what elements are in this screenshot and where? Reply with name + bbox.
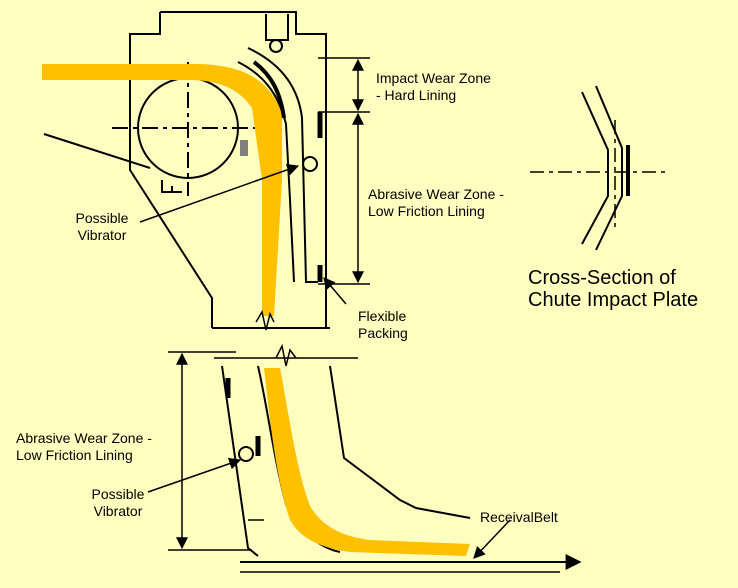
vibrator-upper-line-1: Possible: [75, 210, 129, 226]
flexible-packing-label: Flexible Packing: [358, 308, 408, 342]
flexible-packing-line-1: Flexible: [358, 308, 407, 324]
receival-belt: [240, 554, 582, 573]
lower-chute-housing: [221, 365, 471, 557]
cross-section-line-1: Cross-Section of: [528, 267, 676, 289]
vibrator-lower-line-1: Possible: [91, 486, 145, 502]
impact-wear-zone-label: Impact Wear Zone - Hard Lining: [376, 70, 491, 104]
cross-section-line-2: Chute Impact Plate: [528, 289, 699, 311]
abrasive-zone-upper-label: Abrasive Wear Zone - Low Friction Lining: [368, 186, 504, 220]
flexible-packing-line-2: Packing: [358, 325, 408, 341]
impact-zone-line-2: - Hard Lining: [376, 87, 457, 103]
material-flow-upper: [42, 64, 282, 316]
pointer-lines: [139, 163, 511, 559]
cross-section-plate: [530, 85, 666, 251]
impact-plate: [237, 47, 323, 283]
vibrator-lower-line-2: Vibrator: [93, 503, 143, 519]
break-lines: [214, 310, 358, 367]
abrasive-lower-line-1: Abrasive Wear Zone -: [16, 430, 152, 446]
abrasive-upper-line-1: Abrasive Wear Zone -: [368, 186, 504, 202]
abrasive-upper-line-2: Low Friction Lining: [368, 203, 485, 219]
vibrator-upper-line-2: Vibrator: [77, 227, 127, 243]
upper-chute-housing: [129, 11, 330, 329]
abrasive-zone-lower-label: Abrasive Wear Zone - Low Friction Lining: [16, 430, 152, 464]
vibrator-upper-label: Possible Vibrator: [64, 210, 140, 244]
material-flow-lower: [264, 368, 470, 556]
abrasive-lower-line-2: Low Friction Lining: [16, 447, 133, 463]
receival-belt-label: ReceivalBelt: [480, 509, 558, 525]
lower-dimension-line: [168, 351, 252, 551]
cross-section-label: Cross-Section of Chute Impact Plate: [528, 267, 698, 311]
vibrator-lower-label: Possible Vibrator: [80, 486, 156, 520]
impact-zone-line-1: Impact Wear Zone: [376, 70, 491, 86]
